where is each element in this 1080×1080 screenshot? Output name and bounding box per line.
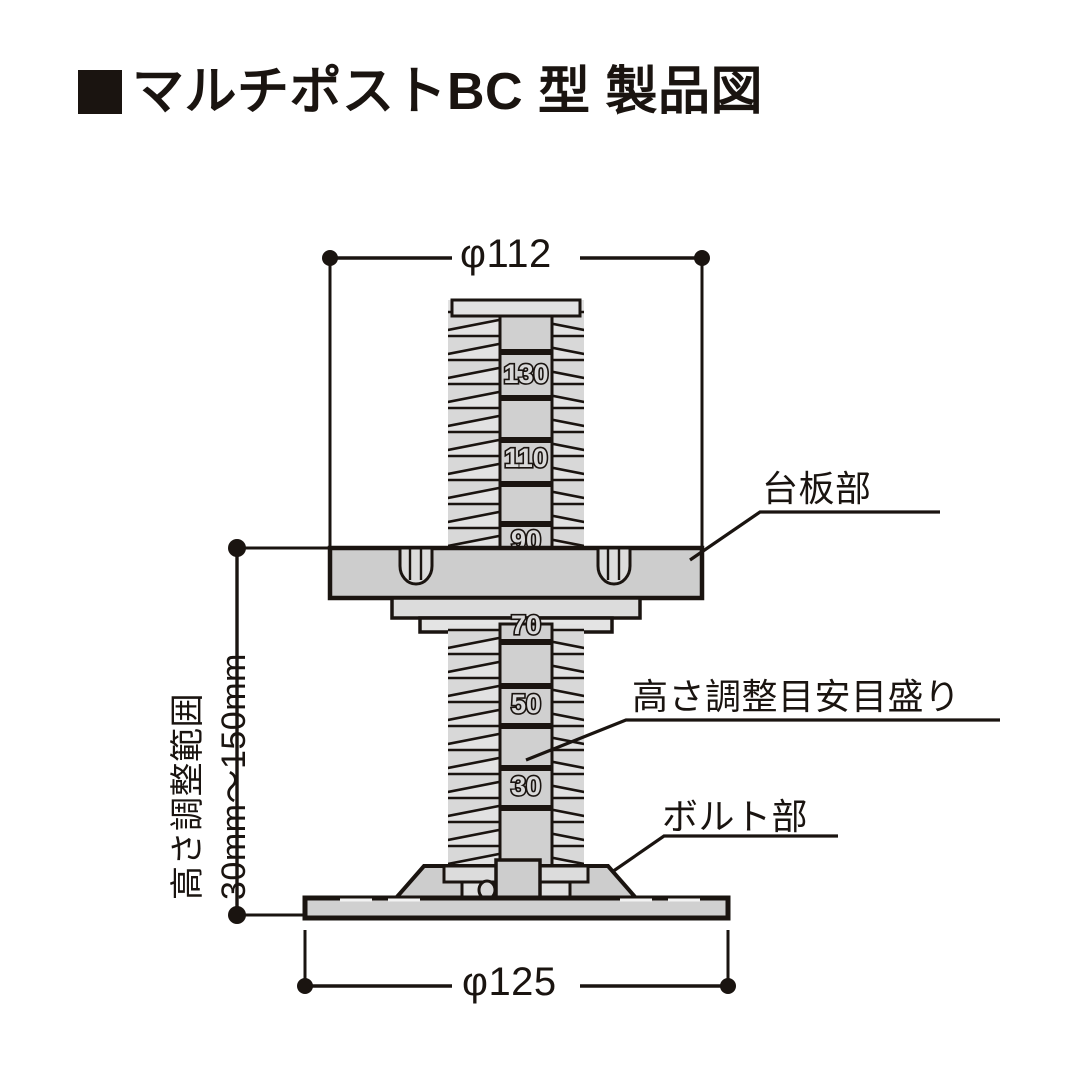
dimension-top — [322, 250, 710, 560]
scale-mark-50: 50 — [511, 689, 541, 719]
leader-plate — [689, 510, 940, 562]
plate-hole-right — [596, 546, 632, 586]
annotation-bolt-label: ボルト部 — [662, 796, 809, 837]
dimension-vertical-label-values: 30mm〜150mm — [215, 653, 253, 900]
page-title-text: マルチポストBC 型 製品図 — [132, 63, 764, 121]
dimension-bottom — [297, 930, 736, 994]
scale-mark-70: 70 — [511, 610, 541, 640]
dimension-top-label: φ112 — [460, 232, 552, 276]
top-plate — [327, 545, 705, 601]
dimension-bottom-label: φ125 — [462, 960, 557, 1004]
annotation-scale-label: 高さ調整目安目盛り — [632, 676, 961, 717]
column-top-cap — [450, 298, 582, 318]
square-bullet-icon — [78, 70, 122, 114]
page-title: マルチポストBC 型 製品図 — [78, 66, 763, 118]
annotation-plate-label: 台板部 — [762, 468, 872, 509]
scale-strip-upper: 130 110 90 — [498, 314, 554, 557]
scale-strip-lower: 70 50 30 — [498, 608, 554, 874]
scale-mark-130: 130 — [503, 359, 548, 389]
plate-hole-left — [398, 546, 434, 586]
leader-bolt — [611, 834, 838, 874]
dimension-vertical-label-range: 高さ調整範囲 — [169, 693, 207, 900]
leader-scale — [525, 718, 1000, 762]
bolt-base-assembly — [302, 858, 731, 921]
dimension-vertical — [228, 539, 330, 924]
scale-mark-30: 30 — [511, 771, 541, 801]
scale-mark-110: 110 — [504, 443, 548, 473]
